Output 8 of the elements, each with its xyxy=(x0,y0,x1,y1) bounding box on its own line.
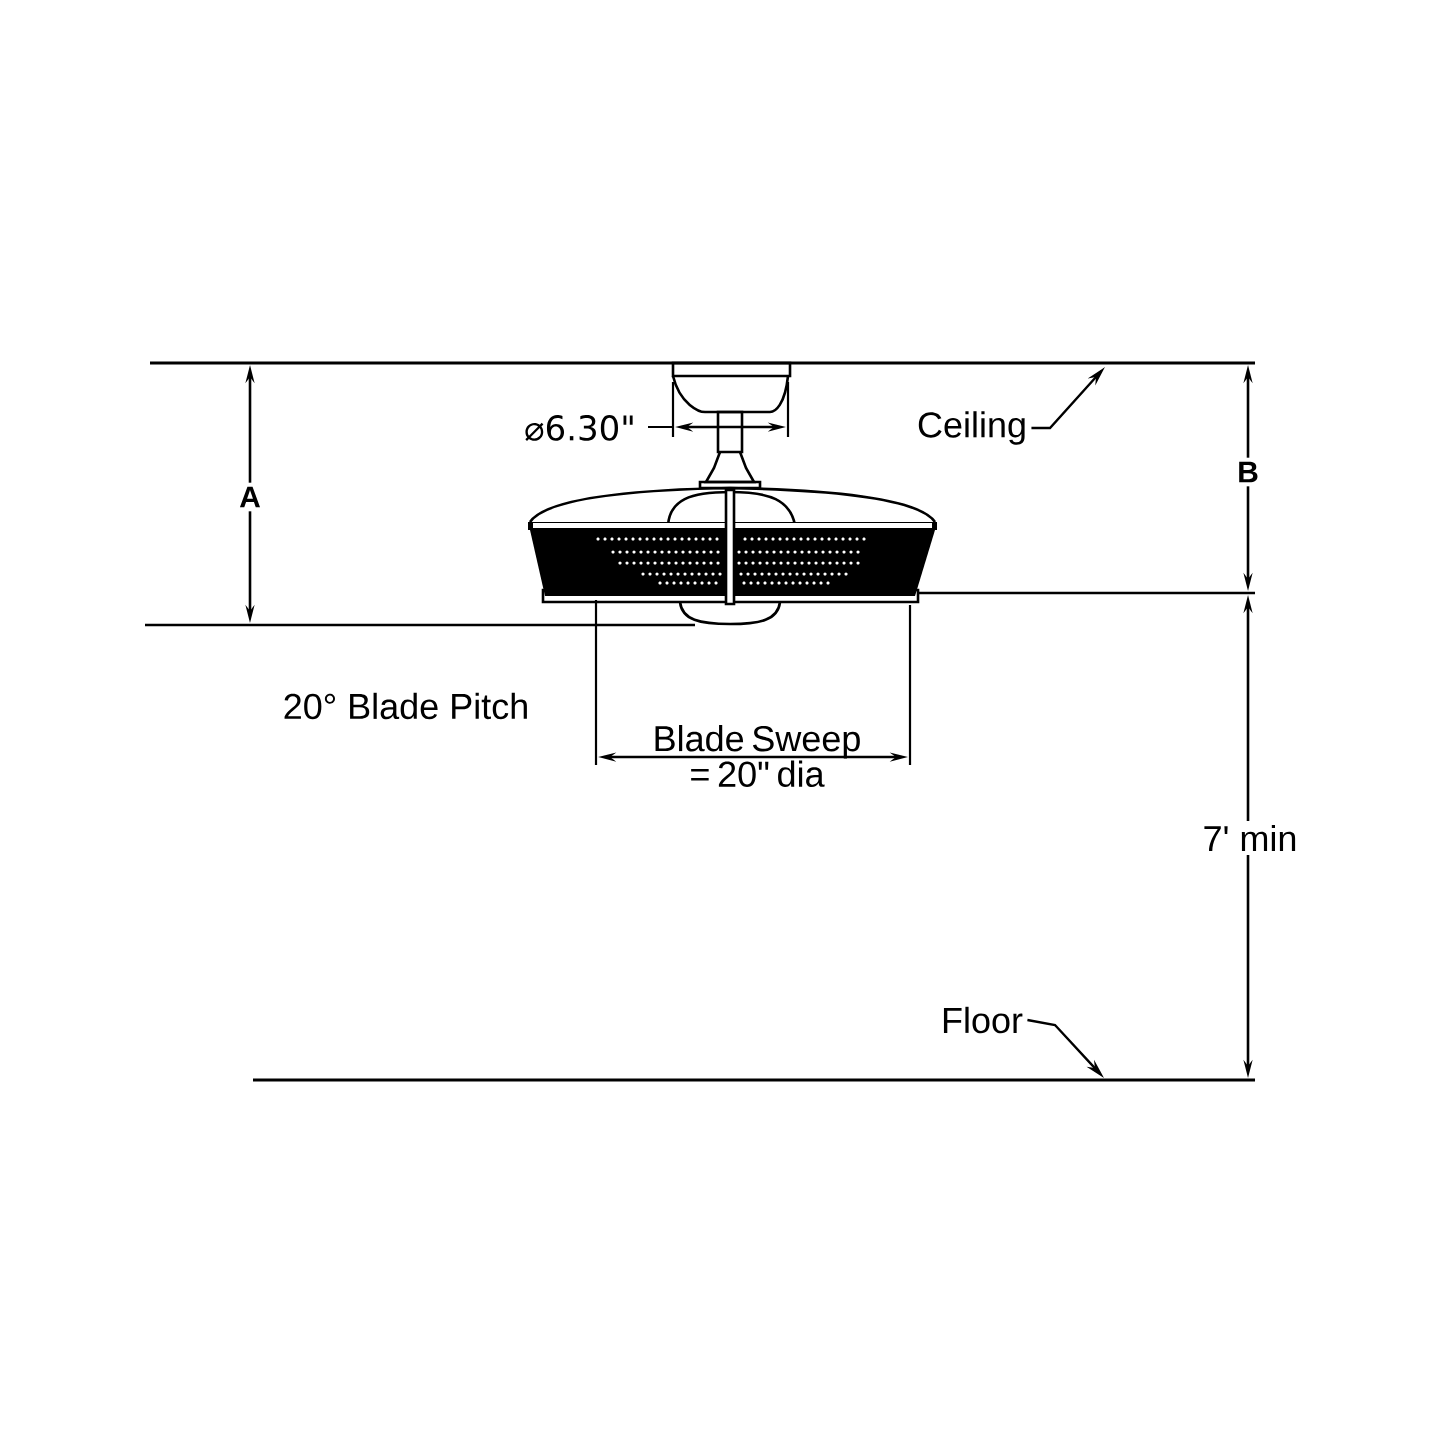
dimension-letter: A xyxy=(235,482,265,512)
dimension-label: Blade Sweep = 20" dia xyxy=(655,725,860,787)
dimension-letter: B xyxy=(1233,457,1263,487)
dimension-label: 20° Blade Pitch xyxy=(284,692,527,720)
dimension-label: 7' min xyxy=(1198,820,1302,856)
diameter-label: ⌀6.30" xyxy=(525,415,633,441)
callout-label: Ceiling xyxy=(918,411,1025,445)
callout-label: Floor xyxy=(943,1006,1023,1034)
